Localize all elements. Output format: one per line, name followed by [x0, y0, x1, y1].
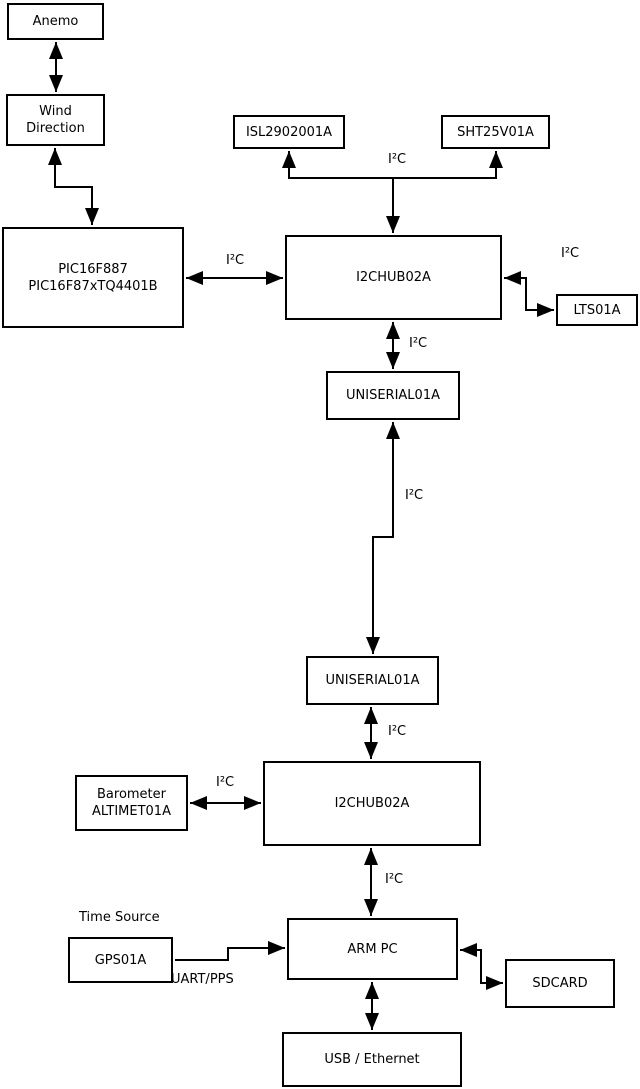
node-lts01a: LTS01A: [556, 294, 638, 326]
uart-pps-label: UART/PPS: [171, 972, 234, 987]
node-label: ISL2902001A: [245, 124, 333, 140]
node-wind-direction: Wind Direction: [6, 94, 105, 146]
edge-label-i2c-hub-lts: I²C: [561, 246, 580, 261]
node-label: Anemo: [32, 14, 79, 29]
node-label: ARM PC: [347, 941, 398, 957]
node-usb-ethernet: USB / Ethernet: [282, 1032, 462, 1087]
node-label-line2: Direction: [26, 121, 85, 136]
node-barometer-altimet01a: Barometer ALTIMET01A: [75, 775, 188, 831]
node-i2chub02a-lower: I2CHUB02A: [263, 761, 481, 846]
node-arm-pc: ARM PC: [287, 918, 458, 980]
edge-armpc-sdcard: [460, 943, 503, 990]
node-label-line2: ALTIMET01A: [92, 804, 171, 819]
node-label: SHT25V01A: [457, 124, 534, 140]
edge-hub-upper-lts: [504, 271, 554, 317]
time-source-label: Time Source: [79, 910, 160, 925]
node-anemo: Anemo: [7, 3, 104, 40]
node-pic16f887: PIC16F887 PIC16F87xTQ4401B: [2, 227, 184, 328]
node-label: LTS01A: [573, 302, 621, 318]
node-label-line1: Wind: [39, 104, 72, 119]
node-uniserial01a-upper: UNISERIAL01A: [326, 371, 460, 420]
node-label: I2CHUB02A: [356, 270, 431, 285]
edge-label-i2c-hub-uniserial-upper: I²C: [409, 336, 428, 351]
edge-gps-armpc: [175, 941, 285, 961]
node-sdcard: SDCARD: [505, 959, 615, 1008]
node-label-line2: PIC16F87xTQ4401B: [28, 278, 158, 294]
edge-label-i2c-uniserial-link: I²C: [405, 488, 424, 503]
node-label-line1: PIC16F887: [58, 261, 128, 277]
edge-label-i2c-hub-armpc: I²C: [385, 872, 404, 887]
node-label: SDCARD: [532, 976, 588, 991]
node-isl2902001a: ISL2902001A: [233, 115, 345, 149]
node-label: UNISERIAL01A: [325, 673, 420, 688]
edge-uniserial-upper-uniserial-lower: [366, 422, 400, 654]
node-sht25v01a: SHT25V01A: [441, 115, 550, 149]
edge-label-i2c-barometer-hub: I²C: [216, 775, 235, 790]
node-i2chub02a-upper: I2CHUB02A: [285, 235, 502, 320]
edge-label-i2c-sensor-bus: I²C: [388, 152, 407, 167]
node-gps01a: GPS01A: [68, 937, 173, 983]
edge-label-i2c-uniserial-hub-lower: I²C: [388, 724, 407, 739]
edge-label-i2c-pic-hub: I²C: [226, 253, 245, 268]
node-uniserial01a-lower: UNISERIAL01A: [306, 656, 439, 705]
node-label: I2CHUB02A: [334, 796, 410, 811]
edge-winddirection-pic: [48, 148, 99, 225]
node-label: USB / Ethernet: [324, 1052, 420, 1067]
node-label-line1: Barometer: [97, 787, 166, 802]
node-label: GPS01A: [94, 952, 147, 968]
node-label: UNISERIAL01A: [346, 388, 440, 403]
